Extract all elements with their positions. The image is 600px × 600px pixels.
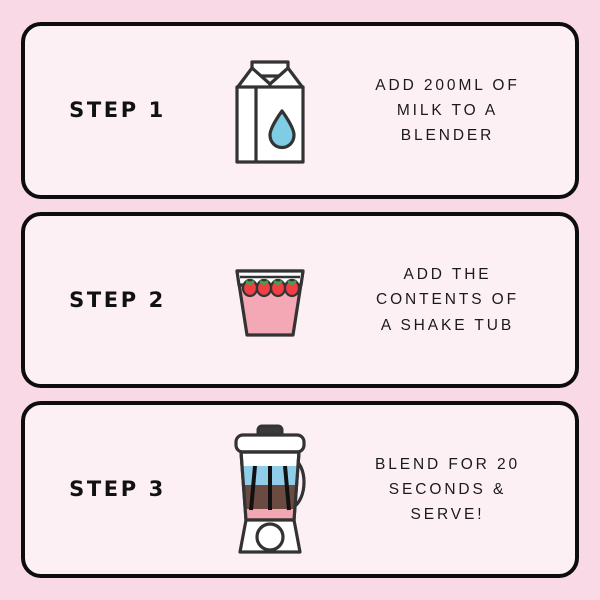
instruction-line: A SHAKE TUB <box>380 316 515 334</box>
instruction-line: MILK TO A <box>396 101 499 119</box>
instruction-line: CONTENTS OF <box>376 291 519 309</box>
step-label-2: STEP 2 <box>69 287 166 312</box>
step-card-2: STEP 2 <box>21 211 579 389</box>
step-card-3: STEP 3 <box>21 401 579 579</box>
step-card-1: STEP 1 ADD 200ML OF MILK TO A BLENDER <box>21 22 579 199</box>
shake-tub-icon <box>210 235 330 365</box>
blender-icon <box>210 424 330 555</box>
step-instruction-1: ADD 200ML OF MILK TO A BLENDER <box>330 73 575 148</box>
step-instruction-3: BLEND FOR 20 SECONDS & SERVE! <box>330 452 575 527</box>
instruction-line: SERVE! <box>410 506 485 524</box>
step-label-1: STEP 1 <box>69 97 166 122</box>
instruction-line: SECONDS & <box>388 481 507 499</box>
instruction-line: ADD 200ML OF <box>375 76 520 94</box>
instruction-line: ADD THE <box>403 266 492 284</box>
instruction-line: BLENDER <box>400 126 495 144</box>
instruction-line: BLEND FOR 20 <box>374 456 521 474</box>
step-instruction-2: ADD THE CONTENTS OF A SHAKE TUB <box>330 262 575 337</box>
step-label-3: STEP 3 <box>69 477 166 502</box>
milk-carton-icon <box>210 45 330 175</box>
